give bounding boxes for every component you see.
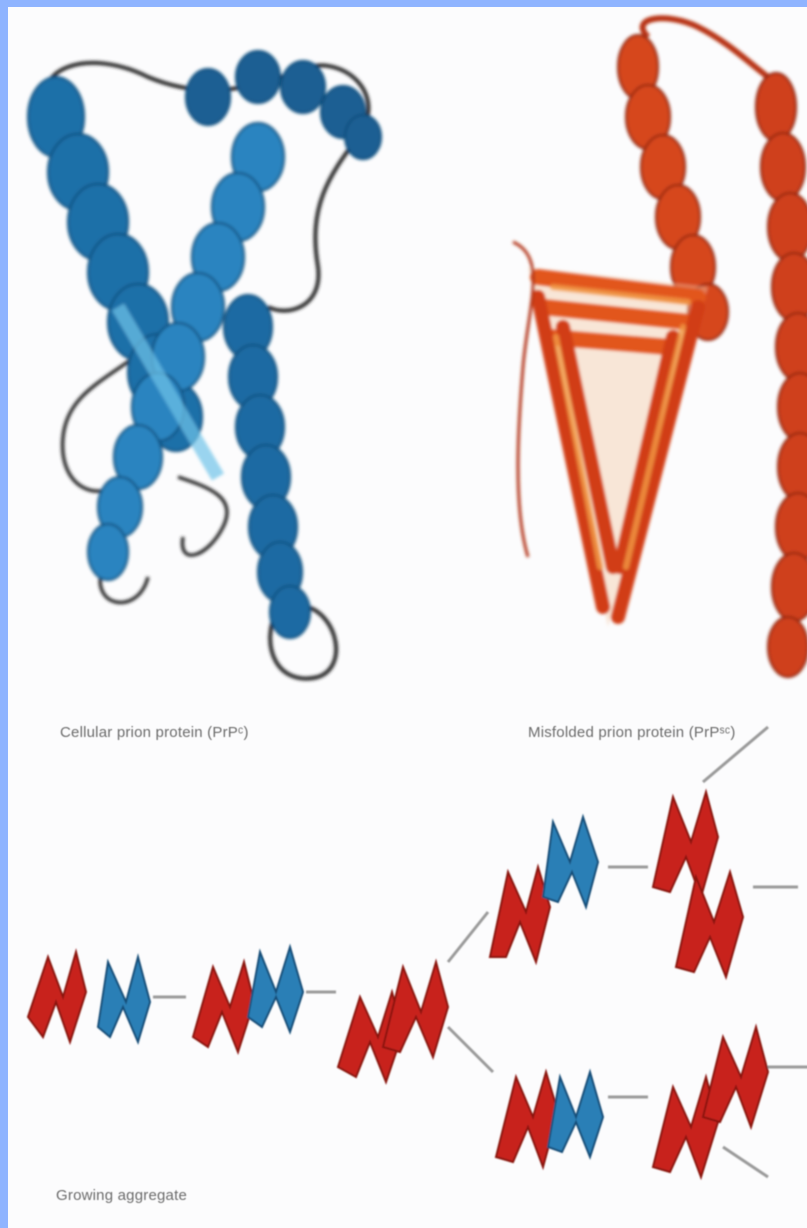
caption-misfolded-prion: Misfolded prion protein (PrPˢᶜ) bbox=[528, 724, 736, 741]
figure-artwork bbox=[8, 7, 807, 1228]
prion-aggregation-pathway-icon bbox=[28, 727, 807, 1177]
cellular-prion-structure-icon bbox=[28, 51, 381, 679]
caption-growing-aggregate: Growing aggregate bbox=[56, 1187, 187, 1204]
misfolded-prion-structure-icon bbox=[513, 18, 807, 677]
caption-cellular-prion: Cellular prion protein (PrPᶜ) bbox=[60, 724, 249, 741]
